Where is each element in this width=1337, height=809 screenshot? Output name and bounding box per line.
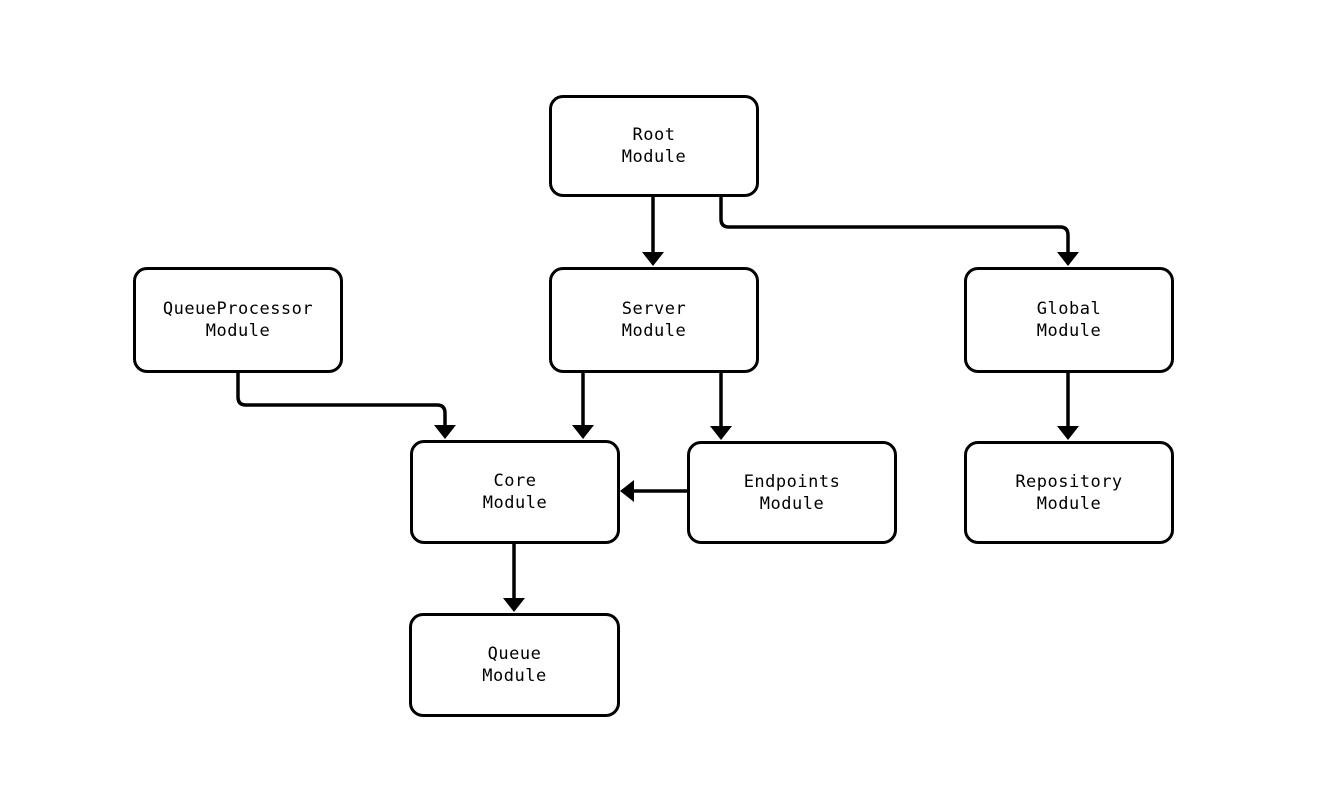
edge-core-queue [503,544,525,612]
edge-server-endpoints [710,373,732,440]
node-global-line2: Module [1036,321,1102,341]
arrowhead [1057,426,1079,440]
edge-queueprocessor-core [236,373,456,439]
node-queue-line2: Module [482,666,547,686]
node-global-line1: Global [1036,299,1102,319]
node-server-line1: Server [621,299,687,319]
node-root-line2: Module [621,147,687,167]
node-repository-line2: Module [1036,493,1102,514]
node-queueprocessor[interactable]: QueueProcessor Module [133,267,343,373]
node-queueprocessor-line1: QueueProcessor [162,299,314,319]
node-repository-line1: Repository [1015,471,1123,492]
node-endpoints[interactable]: Endpoints Module [687,441,897,544]
arrowhead [503,598,525,612]
edge-root-global [719,197,1079,266]
node-queue-line1: Queue [487,644,542,664]
arrowhead [620,480,634,502]
arrowhead [642,252,664,266]
arrowhead [1057,252,1079,266]
node-endpoints-line2: Module [759,493,825,514]
node-global[interactable]: Global Module [964,267,1174,373]
arrowhead [710,426,732,440]
node-queue[interactable]: Queue Module [409,613,620,717]
node-core-line2: Module [482,493,548,513]
arrowhead [434,425,456,439]
node-repository[interactable]: Repository Module [964,441,1174,544]
node-server[interactable]: Server Module [549,267,759,373]
node-root-line1: Root [632,125,676,145]
node-queueprocessor-line2: Module [205,321,271,341]
edge-global-repository [1057,373,1079,440]
edge-endpoints-core [620,480,687,502]
node-server-line2: Module [621,321,687,341]
node-root[interactable]: Root Module [549,95,759,197]
edge-root-server [642,197,664,266]
arrowhead [572,425,594,439]
edge-server-core [572,373,594,439]
node-endpoints-line1: Endpoints [743,471,841,492]
node-core[interactable]: Core Module [410,440,620,544]
node-core-line1: Core [493,471,537,491]
